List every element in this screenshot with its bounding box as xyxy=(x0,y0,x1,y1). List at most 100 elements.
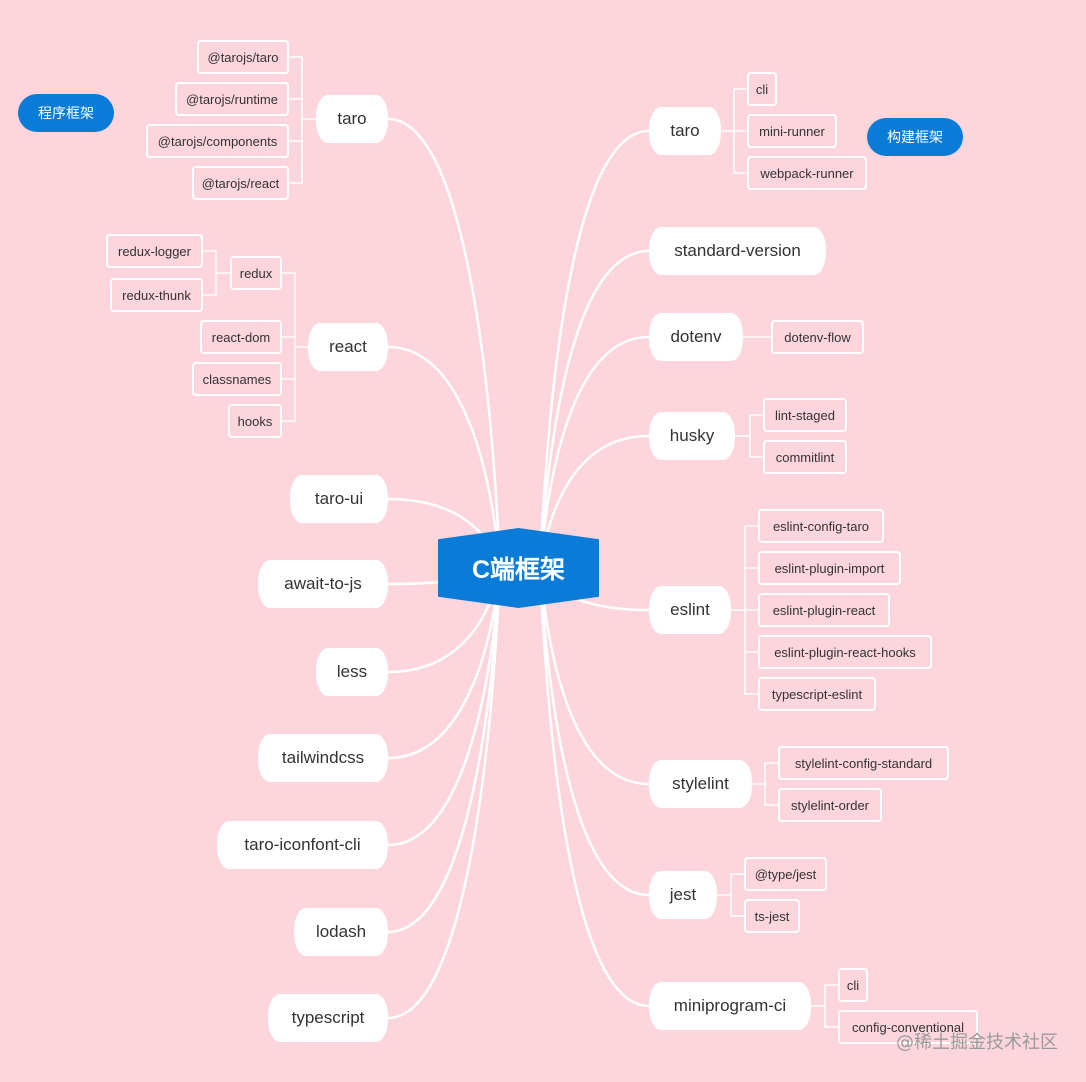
leaf-tarojs-components[interactable]: @tarojs/components xyxy=(146,124,289,158)
leaf-eslint-plugin-import[interactable]: eslint-plugin-import xyxy=(758,551,901,585)
leaf-eslint-plugin-react-hooks[interactable]: eslint-plugin-react-hooks xyxy=(758,635,932,669)
tag-build-framework[interactable]: 构建框架 xyxy=(867,118,963,156)
branch-left-taro-ui[interactable]: taro-ui xyxy=(290,475,388,523)
leaf-mini-runner[interactable]: mini-runner xyxy=(747,114,837,148)
branch-left-typescript[interactable]: typescript xyxy=(268,994,388,1042)
branch-right-eslint[interactable]: eslint xyxy=(649,586,731,634)
branch-label: taro xyxy=(337,109,367,128)
leaf-label: cli xyxy=(755,81,769,97)
leaf-miniprogram-cli[interactable]: cli xyxy=(838,968,868,1002)
leaf-tarojs-runtime[interactable]: @tarojs/runtime xyxy=(175,82,289,116)
leaf-label: classnames xyxy=(202,371,272,387)
connector-root-left-0 xyxy=(386,117,502,570)
branch-right-taro[interactable]: taro xyxy=(649,107,721,155)
leaf-tarojs-react[interactable]: @tarojs/react xyxy=(192,166,289,200)
leaf-webpack-runner[interactable]: webpack-runner xyxy=(747,156,867,190)
leaf-label: @type/jest xyxy=(754,866,817,882)
branch-label: less xyxy=(336,662,368,681)
branch-label: taro-iconfont-cli xyxy=(244,835,361,854)
connector-root-left-8 xyxy=(386,566,502,1020)
leaf-type-jest[interactable]: @type/jest xyxy=(744,857,827,891)
branch-right-standard-version[interactable]: standard-version xyxy=(649,227,826,275)
branch-label: typescript xyxy=(291,1008,365,1027)
leaf-label: stylelint-config-standard xyxy=(794,755,933,771)
leaf-label: webpack-runner xyxy=(760,165,854,181)
leaf-react-dom[interactable]: react-dom xyxy=(200,320,282,354)
tag-program-framework[interactable]: 程序框架 xyxy=(18,94,114,132)
branch-right-jest[interactable]: jest xyxy=(649,871,717,919)
connector-root-right-1 xyxy=(538,249,651,570)
branch-label: tailwindcss xyxy=(281,748,365,767)
leaf-label: typescript-eslint xyxy=(771,686,863,702)
leaf-dotenv-flow[interactable]: dotenv-flow xyxy=(771,320,864,354)
branch-left-less[interactable]: less xyxy=(316,648,388,696)
connector-root-left-7 xyxy=(386,566,502,934)
watermark: @稀土掘金技术社区 xyxy=(896,1032,1058,1053)
root-label: C端框架 xyxy=(471,556,566,584)
branch-label: jest xyxy=(669,885,697,904)
leaf-label: eslint-plugin-react xyxy=(772,602,876,618)
leaf-lint-staged[interactable]: lint-staged xyxy=(763,398,847,432)
branch-label: husky xyxy=(669,426,715,445)
branch-label: standard-version xyxy=(674,241,801,260)
branch-right-dotenv[interactable]: dotenv xyxy=(649,313,743,361)
leaf-label: hooks xyxy=(237,413,273,429)
branch-right-stylelint[interactable]: stylelint xyxy=(649,760,752,808)
leaf-label: eslint-config-taro xyxy=(772,518,870,534)
leaf-label: cli xyxy=(846,977,860,993)
leaf-label: react-dom xyxy=(211,329,271,345)
leaf-typescript-eslint[interactable]: typescript-eslint xyxy=(758,677,876,711)
branch-left-react[interactable]: react xyxy=(308,323,388,371)
leaf-label: dotenv-flow xyxy=(784,329,851,345)
leaf-classnames[interactable]: classnames xyxy=(192,362,282,396)
leaf-label: mini-runner xyxy=(759,123,825,139)
branch-label: stylelint xyxy=(672,774,729,793)
leaf-label: ts-jest xyxy=(754,908,790,924)
leaf-label: eslint-plugin-react-hooks xyxy=(774,644,916,660)
branch-label: taro xyxy=(670,121,700,140)
branch-label: await-to-js xyxy=(284,574,362,593)
leaf-label: redux-thunk xyxy=(122,287,191,303)
branch-label: taro-ui xyxy=(314,489,364,508)
leaf-label: redux-logger xyxy=(118,243,191,259)
leaf-hooks[interactable]: hooks xyxy=(228,404,282,438)
leaf-label: @tarojs/runtime xyxy=(186,91,278,107)
leaf-label: eslint-plugin-import xyxy=(774,560,885,576)
tag-build-framework-label: 构建框架 xyxy=(887,129,943,145)
leaf-tarojs-taro[interactable]: @tarojs/taro xyxy=(197,40,289,74)
branch-label: react xyxy=(329,337,367,356)
leaf-redux[interactable]: redux xyxy=(230,256,282,290)
branch-label: dotenv xyxy=(670,327,722,346)
leaf-label: stylelint-order xyxy=(790,797,870,813)
branch-left-taro[interactable]: taro xyxy=(316,95,388,143)
branch-left-tailwindcss[interactable]: tailwindcss xyxy=(258,734,388,782)
leaf-label: lint-staged xyxy=(775,407,835,423)
branch-left-lodash[interactable]: lodash xyxy=(294,908,388,956)
leaf-label: @tarojs/components xyxy=(157,133,278,149)
branch-right-husky[interactable]: husky xyxy=(649,412,735,460)
connector-root-right-0 xyxy=(538,129,651,570)
leaf-label: @tarojs/taro xyxy=(207,49,279,65)
leaf-commitlint[interactable]: commitlint xyxy=(763,440,847,474)
branch-right-miniprogram-ci[interactable]: miniprogram-ci xyxy=(649,982,811,1030)
branch-left-taro-iconfont-cli[interactable]: taro-iconfont-cli xyxy=(217,821,388,869)
leaf-label: commitlint xyxy=(775,449,835,465)
leaf-taro-cli[interactable]: cli xyxy=(747,72,777,106)
connector-root-right-7 xyxy=(538,566,651,1008)
leaf-redux-logger[interactable]: redux-logger xyxy=(106,234,203,268)
branch-left-await-to-js[interactable]: await-to-js xyxy=(258,560,388,608)
branch-label: lodash xyxy=(315,922,367,941)
leaf-eslint-config-taro[interactable]: eslint-config-taro xyxy=(758,509,884,543)
leaf-eslint-plugin-react[interactable]: eslint-plugin-react xyxy=(758,593,890,627)
tag-program-framework-label: 程序框架 xyxy=(38,105,94,121)
leaf-ts-jest[interactable]: ts-jest xyxy=(744,899,800,933)
connector-root-left-6 xyxy=(386,566,502,847)
root-node[interactable]: C端框架 xyxy=(438,528,599,608)
leaf-stylelint-config-standard[interactable]: stylelint-config-standard xyxy=(778,746,949,780)
branch-label: miniprogram-ci xyxy=(673,996,787,1015)
leaf-stylelint-order[interactable]: stylelint-order xyxy=(778,788,882,822)
leaf-label: @tarojs/react xyxy=(201,175,280,191)
branch-label: eslint xyxy=(670,600,710,619)
leaf-redux-thunk[interactable]: redux-thunk xyxy=(110,278,203,312)
